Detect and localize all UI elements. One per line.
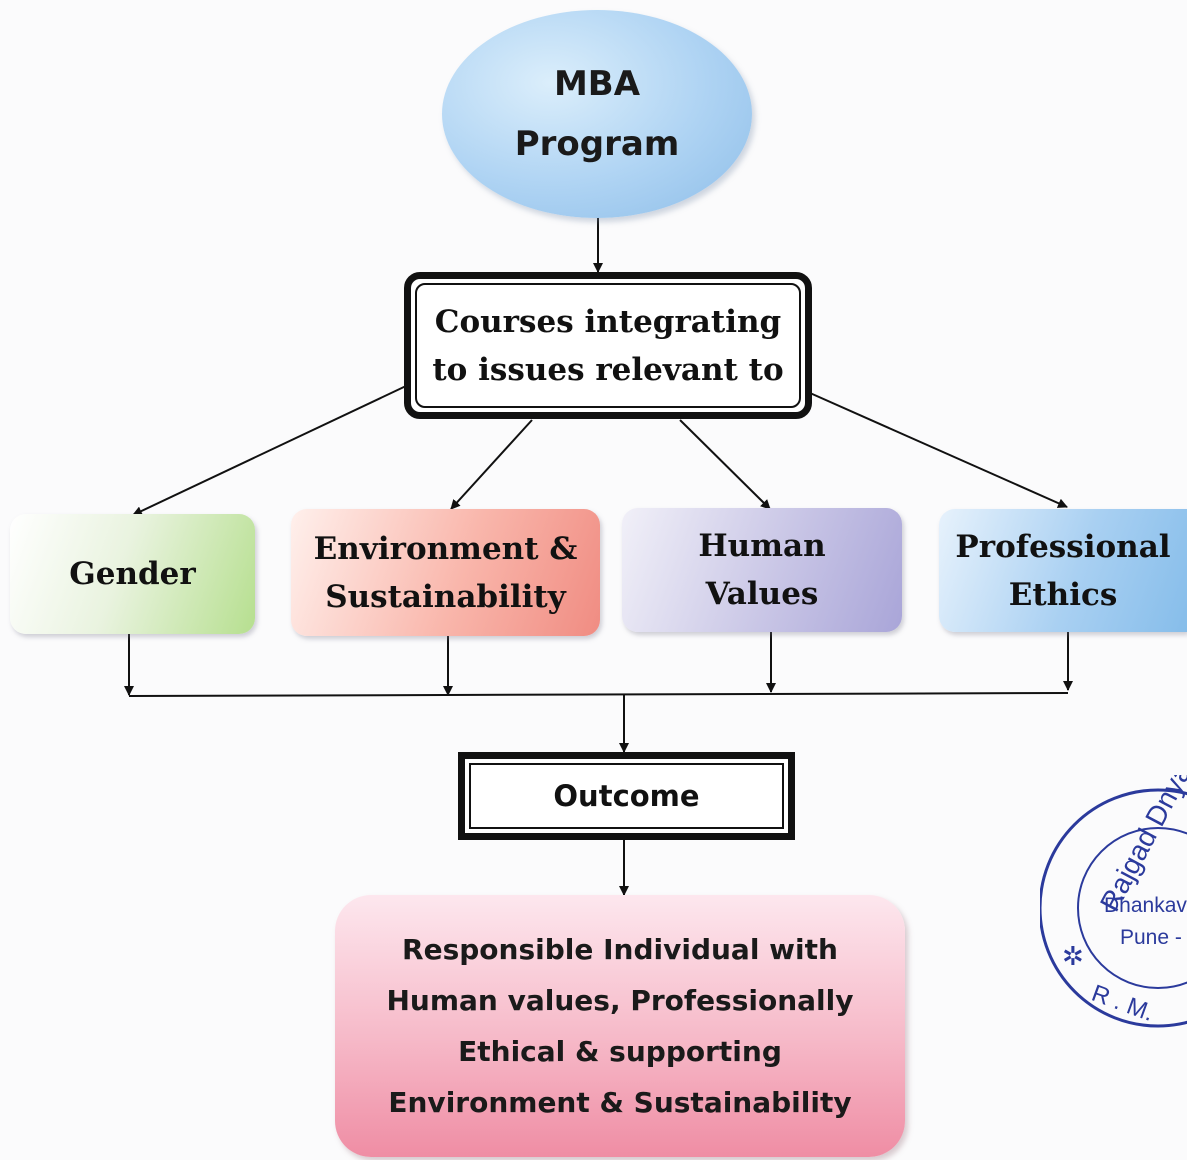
- human-line2: Values: [705, 576, 819, 612]
- environment-line1: Environment &: [313, 530, 578, 567]
- institution-stamp: Rajgad Dnya Dhankav Pune - R . M. ✲: [1040, 775, 1187, 1028]
- result-line4: Environment & Sustainability: [388, 1086, 852, 1119]
- arrow-courses-to-environment: [450, 419, 533, 510]
- professional-line2: Ethics: [1008, 576, 1118, 613]
- stamp-star-icon: ✲: [1062, 941, 1084, 971]
- professional-ethics-node: Professional Ethics: [939, 509, 1187, 632]
- human-line1: Human: [698, 528, 826, 564]
- result-node: Responsible Individual with Human values…: [335, 895, 905, 1157]
- arrow-courses-to-professional: [809, 392, 1068, 508]
- environment-line2: Sustainability: [325, 578, 566, 615]
- courses-line2: to issues relevant to: [432, 351, 784, 388]
- arrow-courses-to-gender: [132, 385, 407, 516]
- professional-line1: Professional: [955, 528, 1171, 565]
- result-line3: Ethical & supporting: [458, 1035, 782, 1068]
- human-values-node: Human Values: [622, 508, 902, 632]
- courses-node: Courses integrating to issues relevant t…: [404, 272, 812, 419]
- environment-sustainability-node: Environment & Sustainability: [291, 509, 600, 636]
- mba-program-line2: Program: [514, 124, 680, 164]
- stamp-middle-2: Pune -: [1120, 926, 1182, 949]
- result-line1: Responsible Individual with: [402, 933, 838, 966]
- outcome-label: Outcome: [553, 779, 700, 813]
- courses-line1: Courses integrating: [434, 303, 782, 340]
- outcome-node: Outcome: [458, 752, 795, 840]
- mba-program-node: MBA Program: [442, 10, 752, 218]
- gender-node: Gender: [10, 514, 255, 634]
- mba-program-line1: MBA: [553, 64, 641, 104]
- merge-bar: [128, 692, 1069, 697]
- arrow-courses-to-human: [679, 419, 771, 510]
- gender-label: Gender: [69, 556, 196, 592]
- result-line2: Human values, Professionally: [386, 984, 854, 1017]
- stamp-middle-1: Dhankav: [1104, 894, 1187, 917]
